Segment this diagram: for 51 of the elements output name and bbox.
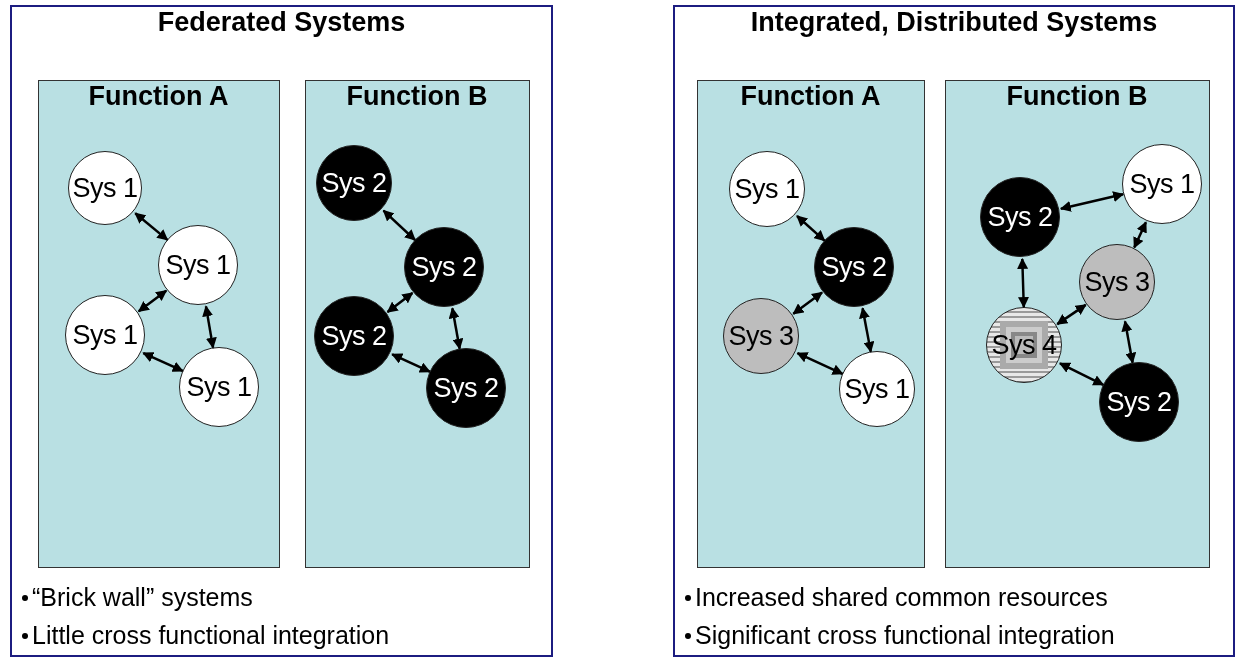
double-arrow (859, 307, 875, 353)
function-heading: Function B (345, 80, 489, 112)
double-arrow (202, 305, 217, 349)
double-arrow (1121, 320, 1137, 364)
double-arrow (391, 353, 431, 373)
system-label: Sys 3 (1084, 266, 1150, 298)
system-label: Sys 2 (321, 320, 387, 352)
bullet-text: Increased shared common resources (695, 583, 1108, 612)
system-label: Sys 1 (72, 319, 138, 351)
panel-title: Integrated, Distributed Systems (749, 7, 1159, 38)
double-arrow (1058, 362, 1105, 386)
system-label: Sys 2 (821, 251, 887, 283)
double-arrow (382, 209, 416, 241)
function-heading: Function A (87, 80, 230, 112)
system-label: Sys 2 (987, 201, 1053, 233)
function-panel (944, 79, 1210, 568)
panel (673, 5, 1235, 657)
system-label: Sys 1 (844, 373, 910, 405)
system-label: Sys 2 (321, 167, 387, 199)
double-arrow (1017, 257, 1029, 309)
panel (10, 5, 553, 657)
double-arrow (1056, 303, 1087, 326)
double-arrow (142, 351, 184, 373)
double-arrow (796, 215, 826, 242)
system-label: Sys 4 (991, 329, 1057, 361)
function-panel (304, 79, 530, 568)
function-panel (37, 79, 280, 568)
bullet-text: Little cross functional integration (32, 621, 390, 650)
bullet-text: “Brick wall” systems (32, 583, 253, 612)
bullet-text: Significant cross functional integration (695, 621, 1115, 650)
double-arrow (792, 291, 823, 315)
system-label: Sys 3 (728, 320, 794, 352)
system-label: Sys 1 (1129, 168, 1195, 200)
system-label: Sys 1 (165, 249, 231, 281)
double-arrow (796, 352, 844, 375)
panel-title: Federated Systems (156, 7, 407, 38)
system-label: Sys 2 (433, 372, 499, 404)
system-label: Sys 1 (186, 371, 252, 403)
double-arrow (1059, 191, 1125, 212)
double-arrow (448, 307, 464, 350)
function-heading: Function A (739, 80, 882, 112)
system-label: Sys 1 (72, 172, 138, 204)
function-heading: Function B (1005, 80, 1149, 112)
double-arrow (1133, 221, 1148, 249)
function-panel (696, 79, 925, 568)
double-arrow (134, 212, 169, 241)
double-arrow (386, 291, 414, 314)
system-label: Sys 2 (1106, 386, 1172, 418)
double-arrow (137, 289, 168, 313)
system-label: Sys 2 (411, 251, 477, 283)
system-label: Sys 1 (734, 173, 800, 205)
